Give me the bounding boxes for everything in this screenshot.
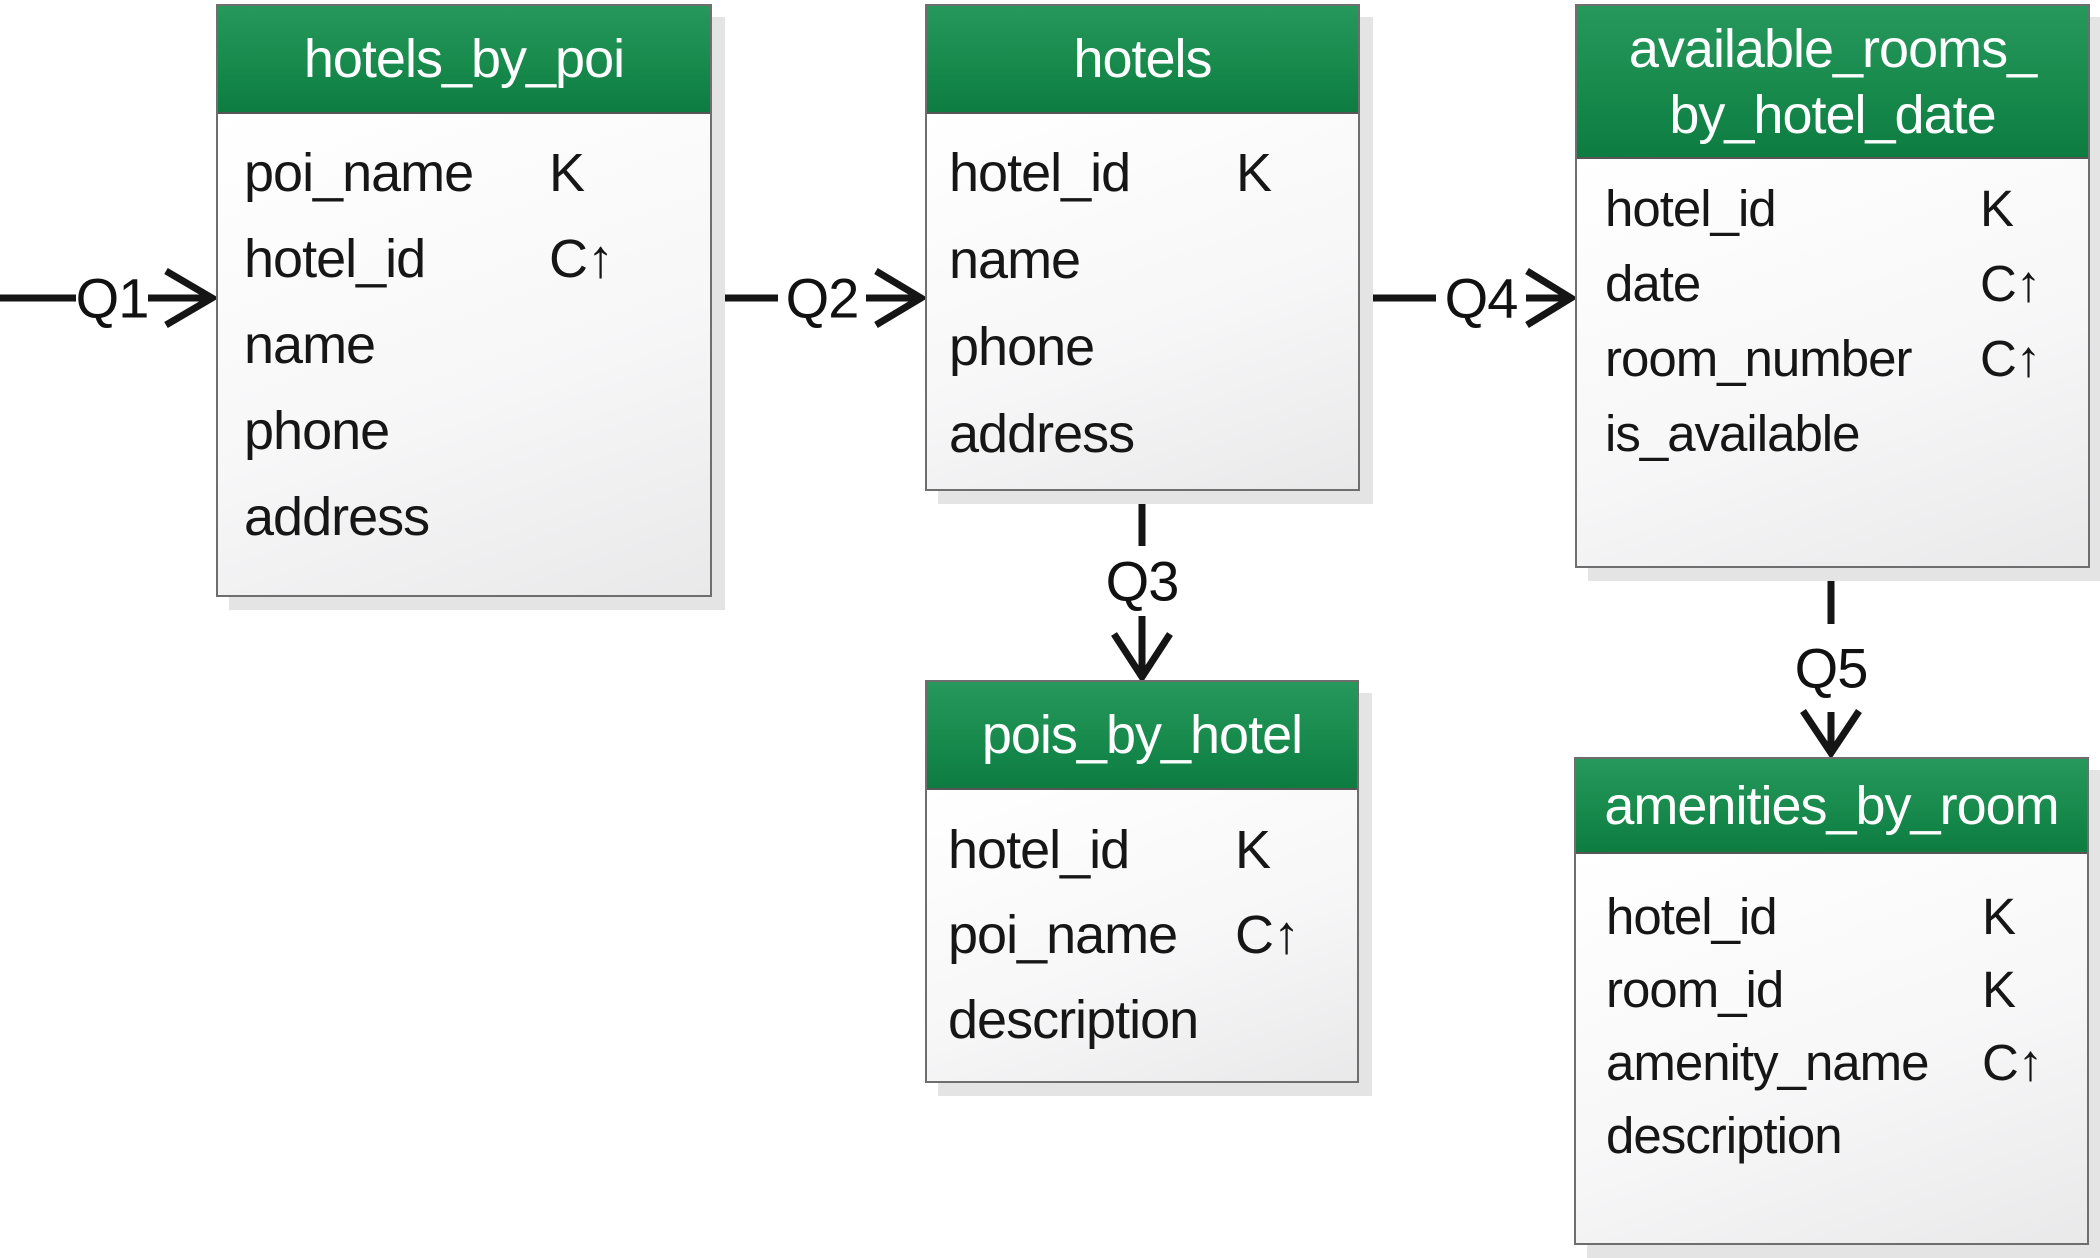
column-key-indicator: C↑ bbox=[549, 229, 614, 289]
column-name: poi_name bbox=[244, 143, 474, 203]
table-hotels-by-poi: hotels_by_poi poi_name K hotel_id C↑ nam… bbox=[216, 4, 712, 597]
table-body: hotel_id K poi_name C↑ description bbox=[927, 790, 1357, 1081]
column-row: poi_name C↑ bbox=[927, 893, 1357, 978]
table-header: available_rooms_ by_hotel_date bbox=[1577, 6, 2088, 159]
column-name: amenity_name bbox=[1606, 1034, 1930, 1091]
column-name: hotel_id bbox=[948, 820, 1130, 880]
table-pois-by-hotel: pois_by_hotel hotel_id K poi_name C↑ des… bbox=[925, 680, 1359, 1083]
column-row: hotel_id K bbox=[927, 808, 1357, 893]
table-hotels: hotels hotel_id K name phone address bbox=[925, 4, 1360, 491]
column-key-indicator: K bbox=[1982, 961, 2016, 1018]
column-name: is_available bbox=[1605, 405, 1861, 462]
column-row: poi_name K bbox=[218, 130, 710, 216]
column-name: address bbox=[244, 487, 430, 547]
column-name: room_id bbox=[1606, 961, 1784, 1018]
table-title: pois_by_hotel bbox=[981, 705, 1303, 765]
table-header: pois_by_hotel bbox=[927, 682, 1357, 790]
column-key-indicator: K bbox=[1980, 180, 2014, 237]
column-row: hotel_id K bbox=[1577, 171, 2088, 246]
column-name: address bbox=[949, 404, 1135, 464]
column-row: room_id K bbox=[1576, 953, 2087, 1026]
label-q5: Q5 bbox=[1794, 636, 1869, 700]
table-header: hotels bbox=[927, 6, 1358, 114]
label-q4: Q4 bbox=[1444, 266, 1519, 330]
table-body: hotel_id K room_id K amenity_name C↑ des… bbox=[1576, 854, 2087, 1243]
column-row: date C↑ bbox=[1577, 246, 2088, 321]
column-name: room_number bbox=[1605, 330, 1912, 387]
column-key-indicator: C↑ bbox=[1980, 330, 2041, 387]
table-body: hotel_id K name phone address bbox=[927, 114, 1358, 489]
table-body: hotel_id K date C↑ room_number C↑ is_ava… bbox=[1577, 159, 2088, 566]
label-q3: Q3 bbox=[1105, 549, 1180, 613]
table-body: poi_name K hotel_id C↑ name phone addres… bbox=[218, 114, 710, 595]
table-title-line-2: by_hotel_date bbox=[1669, 84, 1996, 145]
column-row: amenity_name C↑ bbox=[1576, 1026, 2087, 1099]
column-name: hotel_id bbox=[1606, 888, 1778, 945]
column-name: hotel_id bbox=[1605, 180, 1777, 237]
label-q1: Q1 bbox=[75, 266, 150, 330]
table-available-rooms-by-hotel-date: available_rooms_ by_hotel_date hotel_id … bbox=[1575, 4, 2090, 568]
column-key-indicator: C↑ bbox=[1982, 1034, 2043, 1091]
column-name: hotel_id bbox=[244, 229, 426, 289]
column-name: name bbox=[949, 230, 1081, 290]
column-name: date bbox=[1605, 255, 1701, 312]
table-title: hotels_by_poi bbox=[303, 29, 625, 89]
table-amenities-by-room: amenities_by_room hotel_id K room_id K a… bbox=[1574, 757, 2089, 1245]
column-name: name bbox=[244, 315, 376, 375]
column-key-indicator: C↑ bbox=[1980, 255, 2041, 312]
column-key-indicator: C↑ bbox=[1235, 905, 1300, 965]
column-row: is_available bbox=[1577, 396, 2088, 471]
column-row: name bbox=[218, 302, 710, 388]
column-row: hotel_id K bbox=[927, 130, 1358, 217]
column-row: room_number C↑ bbox=[1577, 321, 2088, 396]
column-row: hotel_id C↑ bbox=[218, 216, 710, 302]
column-name: description bbox=[948, 990, 1199, 1050]
table-header: amenities_by_room bbox=[1576, 759, 2087, 854]
column-row: name bbox=[927, 217, 1358, 304]
column-row: phone bbox=[927, 304, 1358, 391]
column-row: address bbox=[218, 474, 710, 560]
table-title: amenities_by_room bbox=[1604, 775, 2059, 836]
table-title-line-1: available_rooms_ bbox=[1628, 18, 2037, 79]
column-row: description bbox=[1576, 1099, 2087, 1172]
column-name: hotel_id bbox=[949, 143, 1131, 203]
table-title: hotels bbox=[1073, 29, 1212, 89]
column-name: phone bbox=[244, 401, 390, 461]
column-key-indicator: K bbox=[1982, 888, 2016, 945]
column-key-indicator: K bbox=[549, 143, 585, 203]
table-header: hotels_by_poi bbox=[218, 6, 710, 114]
column-name: description bbox=[1606, 1107, 1843, 1164]
column-row: address bbox=[927, 391, 1358, 478]
column-row: hotel_id K bbox=[1576, 880, 2087, 953]
column-name: poi_name bbox=[948, 905, 1178, 965]
column-key-indicator: K bbox=[1236, 143, 1272, 203]
column-row: phone bbox=[218, 388, 710, 474]
column-row: description bbox=[927, 978, 1357, 1063]
column-key-indicator: K bbox=[1235, 820, 1271, 880]
column-name: phone bbox=[949, 317, 1095, 377]
label-q2: Q2 bbox=[785, 266, 860, 330]
